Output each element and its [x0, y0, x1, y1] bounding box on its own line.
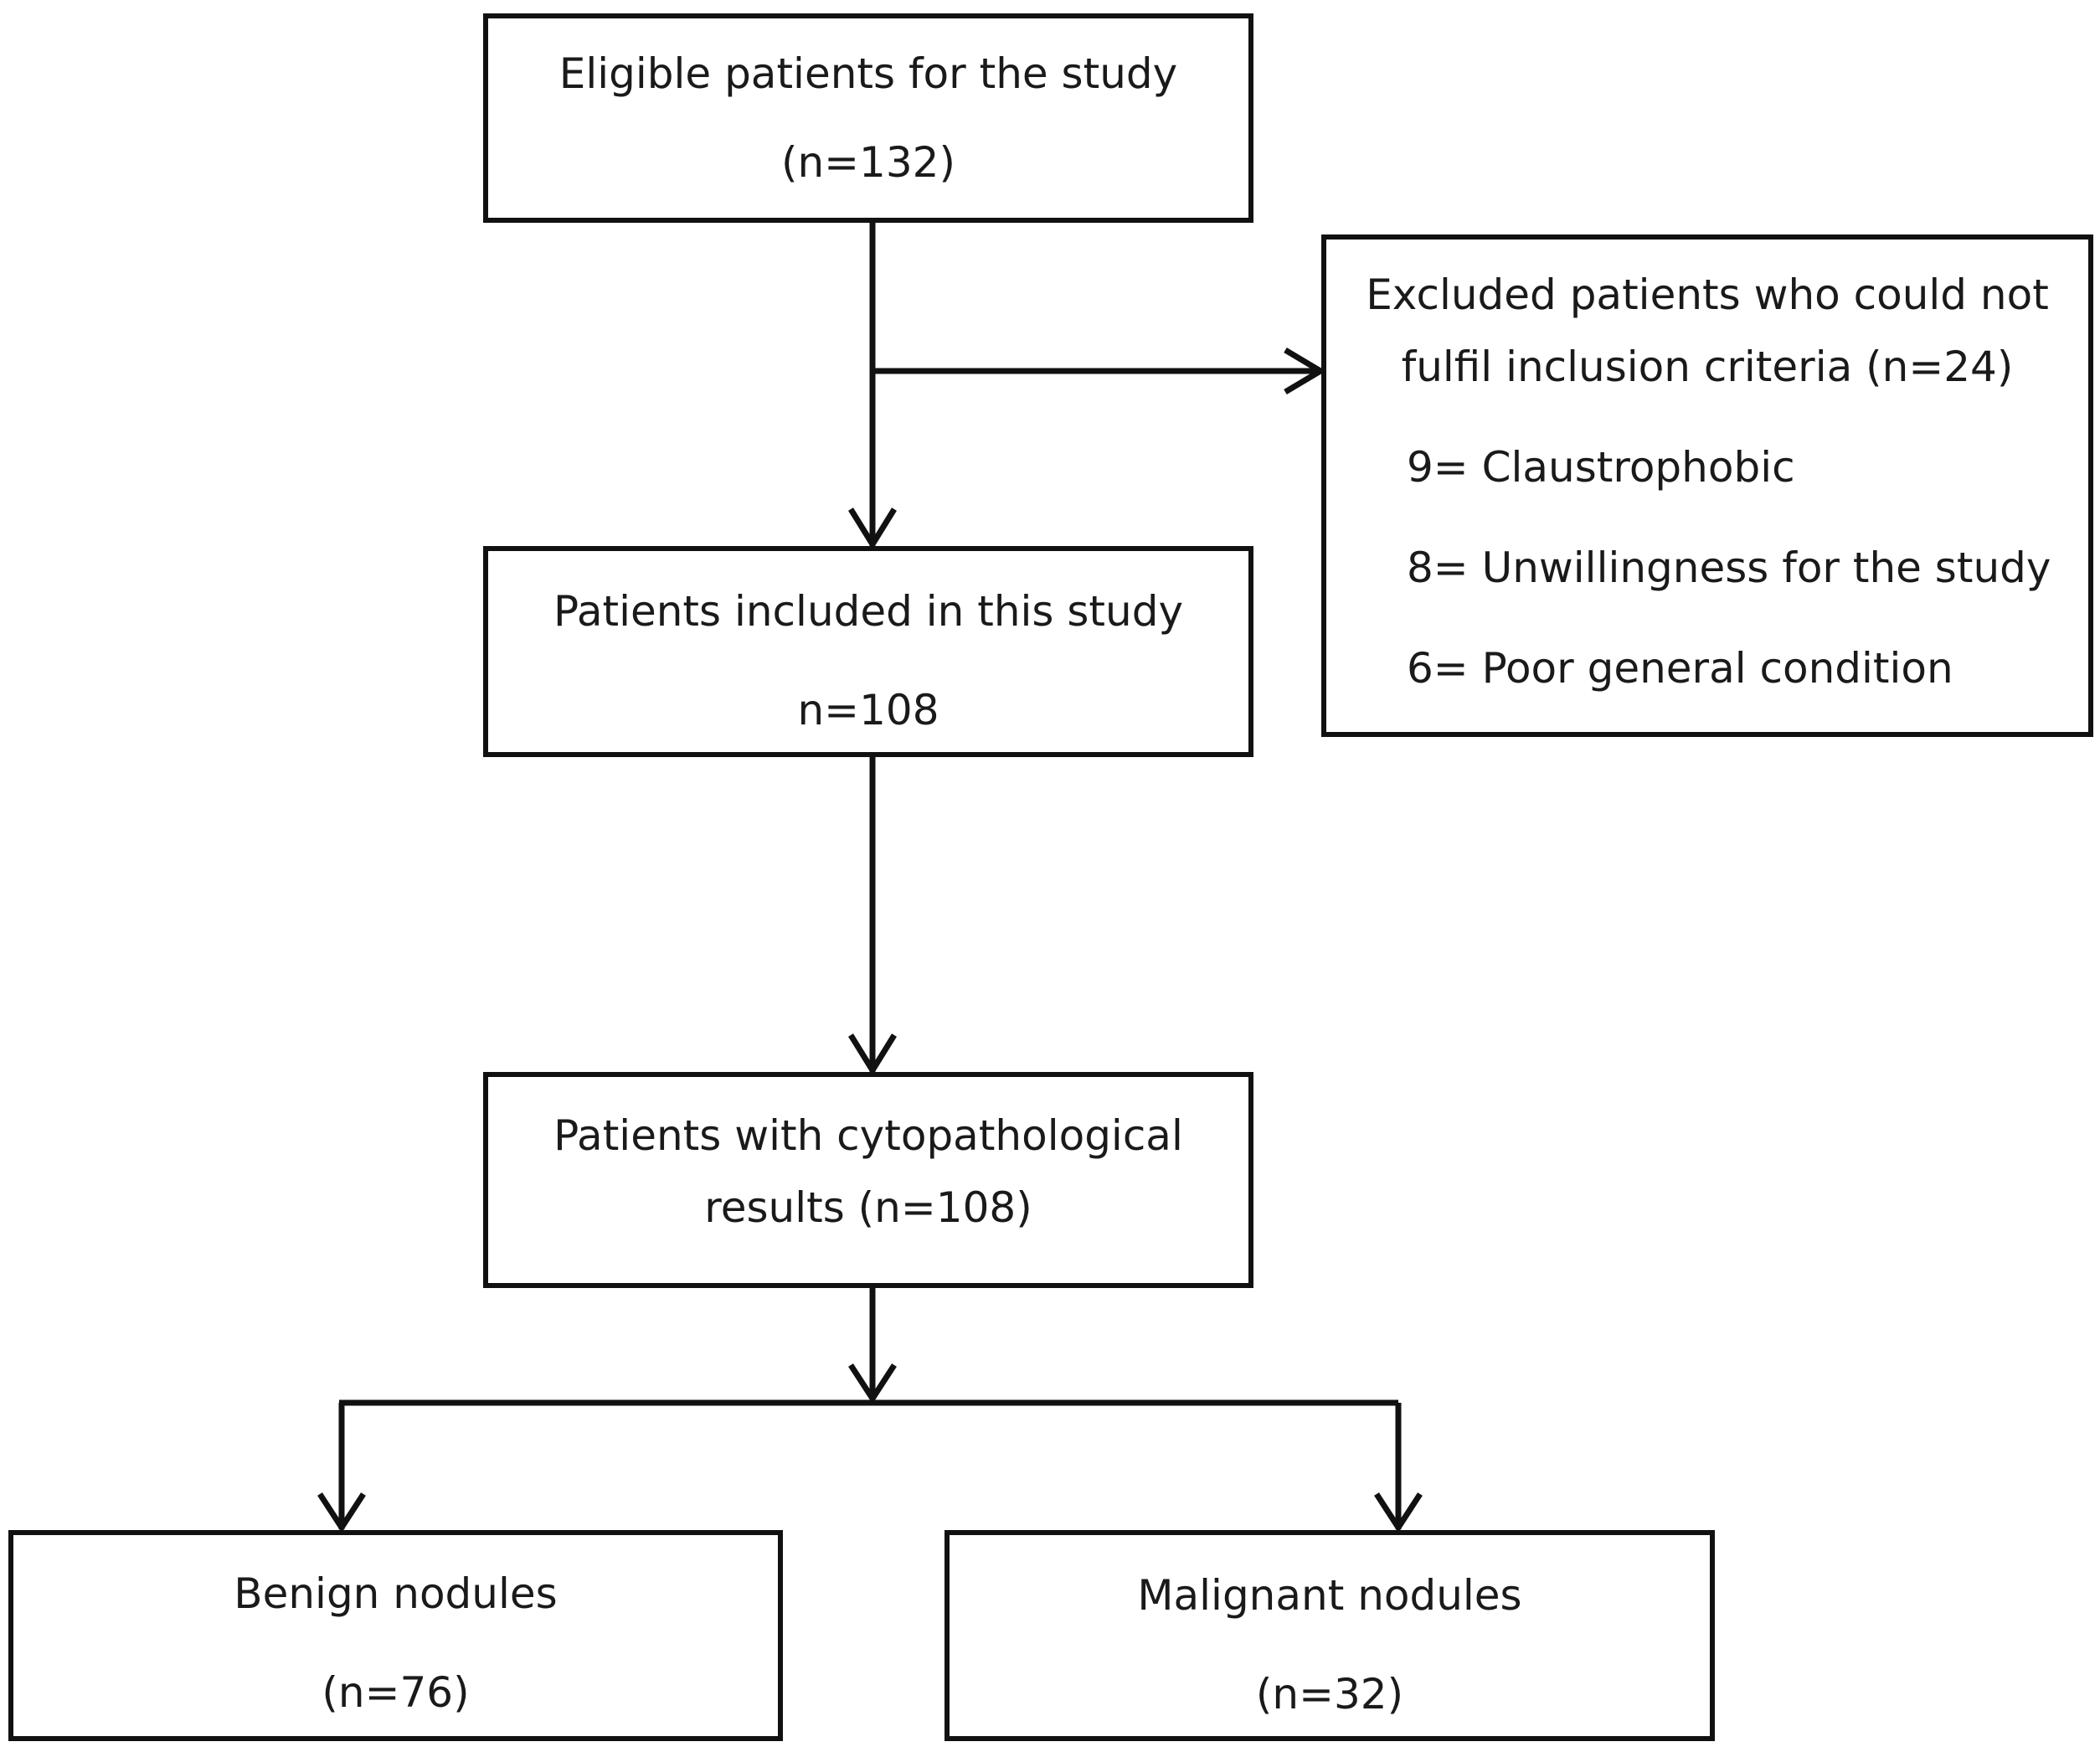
included-patients-box: Patients included in this study n=108 — [483, 546, 1253, 757]
excluded-title-line2: fulfil inclusion criteria (n=24) — [1401, 343, 2014, 391]
excluded-title-line1: Excluded patients who could not — [1366, 271, 2049, 319]
excluded-reason-claustrophobic: 9= Claustrophobic — [1407, 443, 1795, 492]
cytopathology-title-line2: results (n=108) — [704, 1183, 1032, 1232]
arrowhead-cytopathology — [848, 1033, 897, 1076]
arrowhead-malignant — [1374, 1492, 1423, 1533]
cytopathology-box: Patients with cytopathological results (… — [483, 1072, 1253, 1288]
excluded-reason-unwillingness: 8= Unwillingness for the study — [1407, 544, 2051, 592]
eligible-title: Eligible patients for the study — [558, 49, 1178, 98]
arrowhead-benign — [317, 1492, 366, 1533]
malignant-count: (n=32) — [1255, 1670, 1404, 1719]
arrowhead-excluded — [1284, 347, 1326, 395]
eligible-patients-box: Eligible patients for the study (n=132) — [483, 13, 1253, 223]
arrowhead-included — [848, 508, 897, 550]
included-title: Patients included in this study — [553, 587, 1184, 636]
eligible-count: (n=132) — [780, 138, 956, 187]
benign-count: (n=76) — [322, 1668, 470, 1717]
cytopathology-title-line1: Patients with cytopathological — [553, 1111, 1183, 1160]
excluded-reason-poor-condition: 6= Poor general condition — [1407, 644, 1953, 693]
malignant-nodules-box: Malignant nodules (n=32) — [944, 1530, 1715, 1741]
benign-nodules-box: Benign nodules (n=76) — [8, 1530, 783, 1741]
excluded-patients-box: Excluded patients who could not fulfil i… — [1321, 234, 2093, 737]
benign-title: Benign nodules — [234, 1569, 558, 1618]
arrowhead-split — [848, 1363, 897, 1404]
malignant-title: Malignant nodules — [1137, 1571, 1522, 1620]
included-count: n=108 — [797, 686, 939, 734]
